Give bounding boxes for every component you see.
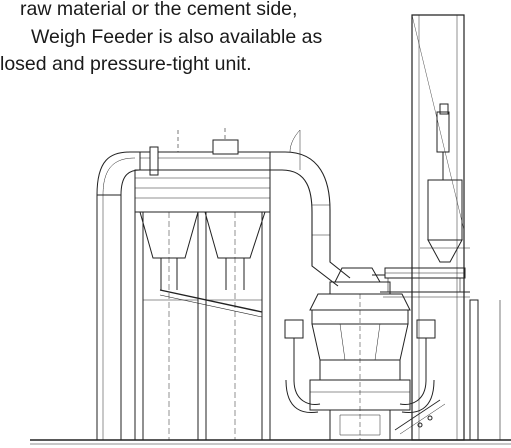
paragraph-line-2: Weigh Feeder is also available as	[31, 25, 323, 48]
paragraph-line-1: raw material or the cement side,	[20, 0, 298, 20]
paragraph-text: raw material or the cement side, Weigh F…	[0, 0, 390, 79]
paragraph-line-3: losed and pressure-tight unit.	[0, 53, 252, 75]
